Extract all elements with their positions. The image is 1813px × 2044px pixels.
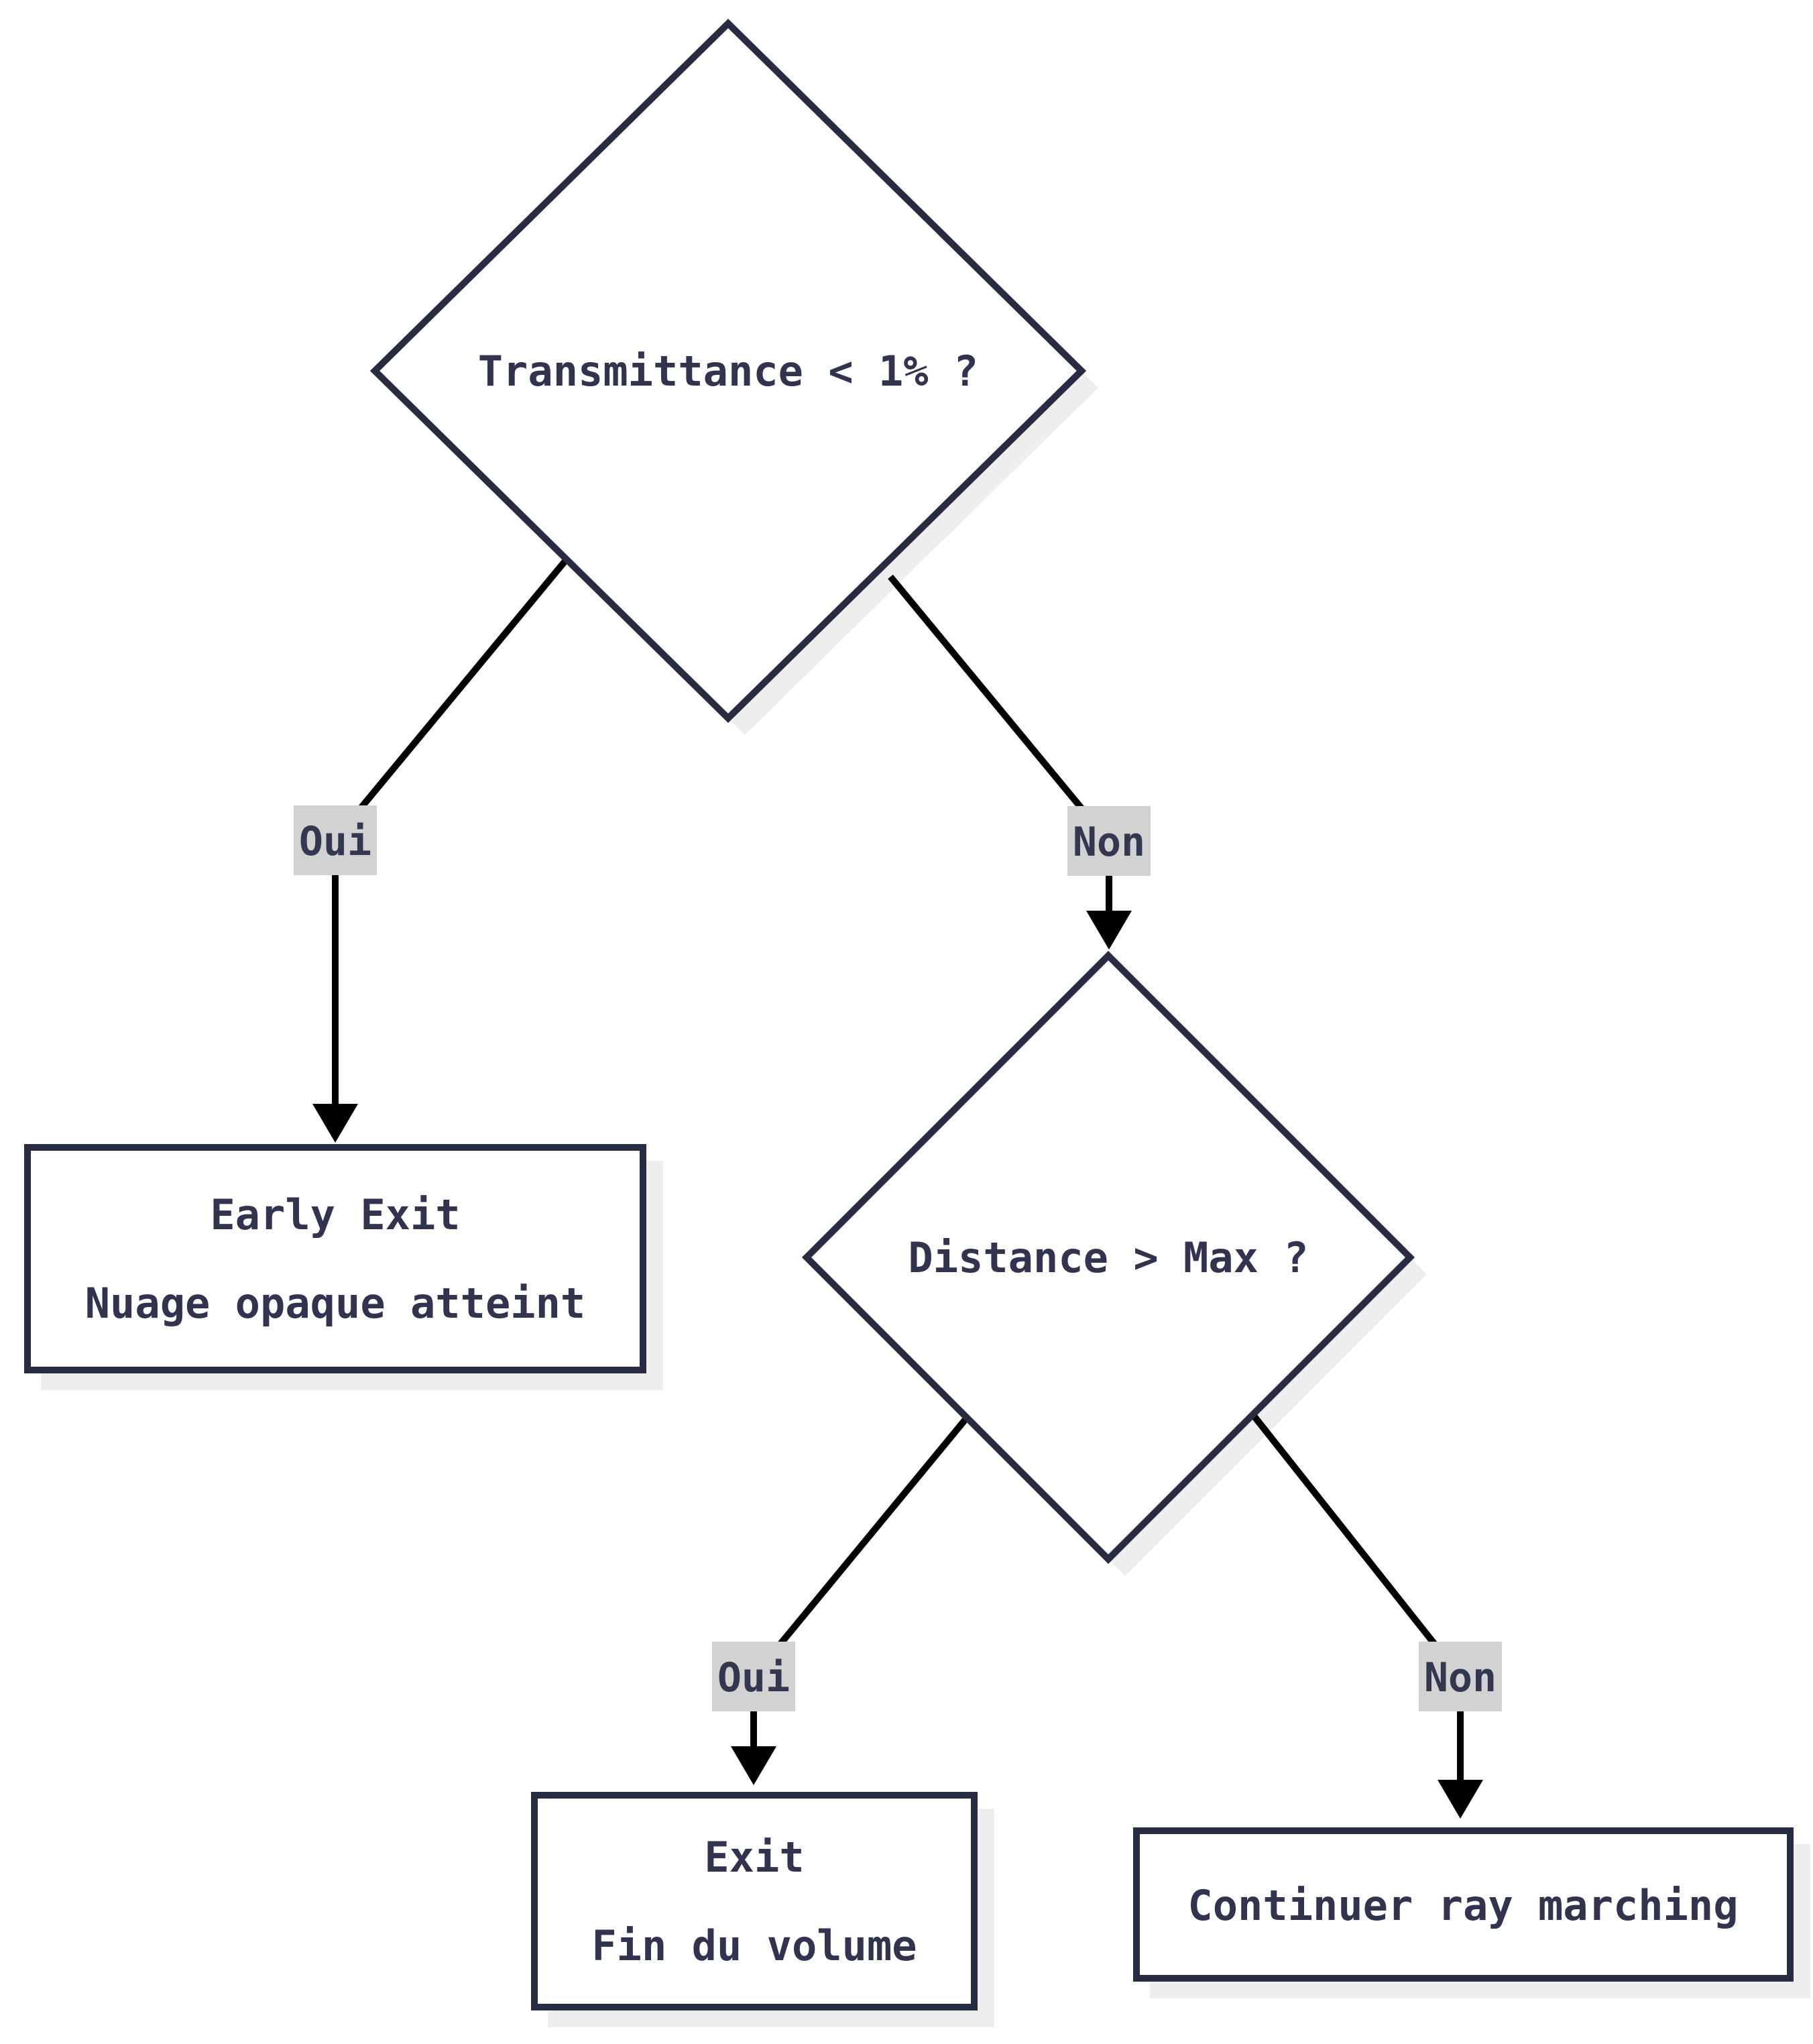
- edge-label-d1-yes-bg: [294, 805, 377, 875]
- edge-label-d2-no: Non: [1424, 1654, 1497, 1701]
- edge-label-d2-no-bg: [1419, 1642, 1502, 1711]
- edge-d1-yes-line-diagonal: [336, 557, 569, 838]
- continue-marching-text: Continuer ray marching: [1187, 1881, 1738, 1930]
- process-node-exit-volume: [531, 1792, 978, 2010]
- process-node-early-exit: [24, 1144, 646, 1373]
- edge-d2-yes-arrowhead-icon: [731, 1746, 776, 1785]
- edge-d1-no-arrowhead-icon: [1086, 911, 1132, 950]
- edge-d1-yes-arrowhead-icon: [312, 1104, 358, 1143]
- process-node-continue-marching: [1133, 1827, 1794, 1982]
- edge-d2-no-arrowhead-icon: [1438, 1780, 1483, 1819]
- edge-d2-yes-line-diagonal: [754, 1415, 970, 1676]
- exit-volume-text-line2: Fin du volume: [591, 1921, 917, 1970]
- decision2-text: Distance > Max ?: [908, 1233, 1308, 1282]
- early-exit-text-line2: Nuage opaque atteint: [85, 1279, 586, 1328]
- edge-labels: Oui Non Oui Non: [294, 805, 1502, 1711]
- edge-label-d1-no: Non: [1073, 819, 1145, 866]
- edge-label-d1-yes: Oui: [299, 818, 371, 865]
- decision-node-transmittance: [369, 18, 1087, 724]
- edge-d1-no-line-diagonal: [888, 574, 1109, 841]
- node-texts: Transmittance < 1% ? Early Exit Nuage op…: [85, 347, 1739, 1970]
- edge-d2-no-line-diagonal: [1250, 1412, 1460, 1676]
- decision1-text: Transmittance < 1% ?: [478, 347, 979, 396]
- edge-label-d1-no-bg: [1067, 806, 1151, 876]
- early-exit-text-line1: Early Exit: [210, 1190, 460, 1239]
- edges: [312, 557, 1483, 1819]
- decision-node-distance: [801, 950, 1415, 1565]
- edge-label-d2-yes: Oui: [717, 1654, 790, 1701]
- nodes: [24, 18, 1794, 2010]
- edge-label-d2-yes-bg: [712, 1642, 795, 1711]
- exit-volume-text-line1: Exit: [704, 1833, 804, 1882]
